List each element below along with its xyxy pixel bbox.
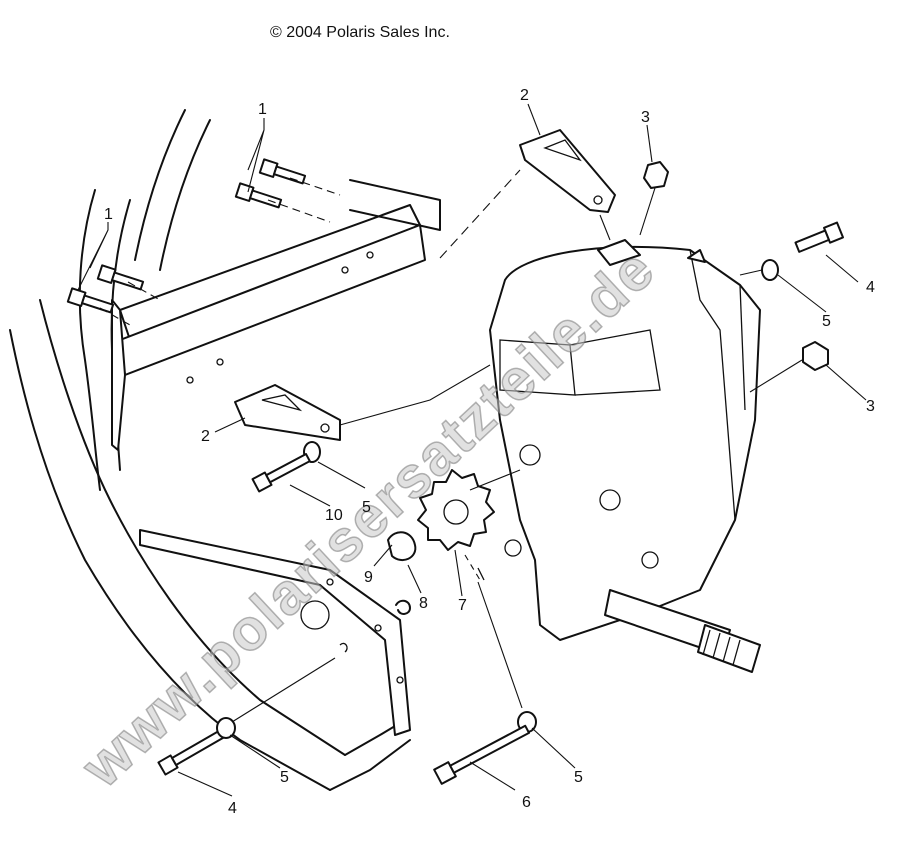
callout-3-upper: 3 [641, 109, 650, 126]
callout-6: 6 [522, 794, 531, 811]
callout-5-lower-right: 5 [574, 769, 583, 786]
mount-bracket-part-2 [234, 129, 616, 441]
key-pin [477, 567, 485, 581]
callout-8: 8 [419, 595, 428, 612]
lower-plate-bracket [139, 529, 411, 736]
nut-part-3 [643, 161, 829, 371]
callout-leaders [77, 103, 867, 797]
callout-5-lower-left: 5 [280, 769, 289, 786]
frame-stub-upper [349, 179, 441, 231]
callout-2-upper: 2 [520, 87, 529, 104]
callout-7: 7 [458, 597, 467, 614]
callout-5-middle: 5 [362, 499, 371, 516]
callout-1-upper: 1 [258, 101, 267, 118]
assembly-lines [99, 169, 803, 723]
callout-5-right: 5 [822, 313, 831, 330]
callout-1-lower: 1 [104, 206, 113, 223]
callout-2-lower: 2 [201, 428, 210, 445]
callout-9: 9 [364, 569, 373, 586]
callout-4-lower: 4 [228, 800, 237, 817]
clip-part-9 [395, 599, 411, 615]
callout-3-right: 3 [866, 398, 875, 415]
bolt-part-4 [157, 221, 844, 776]
transmission-housing [489, 239, 761, 641]
callout-4-right: 4 [866, 279, 875, 296]
bolt-part-10 [251, 453, 311, 493]
bolt-part-6 [433, 724, 530, 785]
output-shaft [604, 589, 761, 673]
callout-labels: 1 1 2 3 4 5 3 2 5 10 9 8 7 5 4 6 5 [104, 87, 875, 817]
bolt-part-1 [66, 158, 307, 314]
copyright-notice: © 2004 Polaris Sales Inc. [270, 24, 450, 41]
snap-ring-part-8 [387, 531, 417, 561]
callout-10: 10 [325, 507, 343, 524]
sprocket-part-7 [417, 469, 495, 551]
